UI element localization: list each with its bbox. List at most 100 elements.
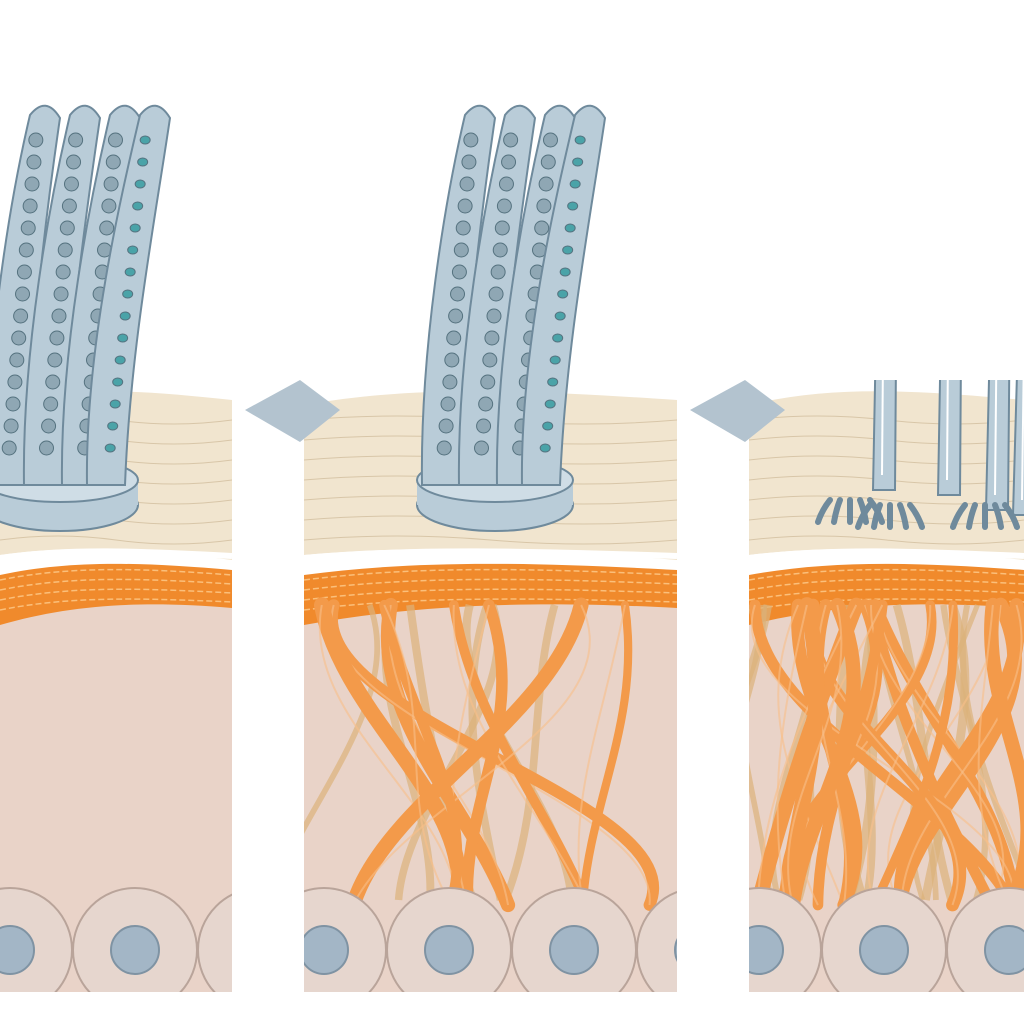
cell-nucleus — [674, 938, 677, 962]
needle-microparticle — [444, 352, 460, 368]
needle-microparticle — [492, 242, 508, 258]
needle-microparticle — [47, 352, 63, 368]
needle-microparticle — [451, 264, 467, 280]
needle-microparticle — [53, 286, 69, 302]
needle-microparticle — [457, 198, 473, 214]
collagen-band-strand — [304, 568, 677, 581]
needle-microparticle — [448, 308, 464, 324]
needle-microparticle — [114, 355, 126, 365]
needle-microparticle — [105, 154, 121, 170]
needle-residue-fragment — [871, 502, 883, 530]
cell-nucleus — [749, 925, 784, 975]
collagen-fiber-orange — [750, 597, 864, 913]
needle-microparticle — [104, 443, 116, 453]
needle-microparticle — [18, 242, 34, 258]
needle-microparticle — [455, 220, 471, 236]
collagen-fiber-orange — [380, 597, 516, 913]
needle-microparticle — [463, 132, 479, 148]
collagen-fiber-highlight — [787, 604, 843, 906]
needle-microparticle — [498, 176, 514, 192]
collagen-fiber-highlight — [318, 604, 459, 906]
needle-microparticle — [137, 157, 149, 167]
needle-microparticle — [552, 333, 564, 343]
collagen-fiber-highlight — [750, 604, 1015, 906]
needle-microparticle — [11, 330, 27, 346]
needle-microparticle — [567, 201, 579, 211]
collagen-fiber-tan — [501, 603, 559, 902]
needle-microparticle — [55, 264, 71, 280]
needle-microparticle — [109, 399, 121, 409]
cell-nucleus — [424, 925, 474, 975]
cell-nucleus — [549, 925, 599, 975]
collagen-fiber-orange — [345, 597, 589, 913]
cell-nucleus — [984, 925, 1024, 975]
needle-microparticle — [134, 179, 146, 189]
needle-microparticle — [562, 245, 574, 255]
needle-microparticle — [3, 418, 19, 434]
epidermis-texture-line — [0, 535, 232, 545]
needle-microparticle — [569, 179, 581, 189]
cell-nucleus — [859, 925, 909, 975]
cell-nucleus — [304, 925, 349, 975]
needle-microparticle — [1, 440, 17, 456]
needle-microparticle — [538, 176, 554, 192]
needle-residue-fragment — [1002, 502, 1020, 530]
needle-microparticle — [24, 176, 40, 192]
needle-microparticle — [488, 286, 504, 302]
needle-highlight — [1021, 380, 1024, 501]
dissolving-needle-shaft — [936, 380, 962, 496]
needle-microparticle — [45, 374, 61, 390]
epidermis-texture-line — [749, 535, 1024, 545]
needle-microparticle — [486, 308, 502, 324]
collagen-fiber-orange — [785, 597, 861, 913]
dissolving-needle-shaft — [871, 380, 897, 491]
needle-microparticle — [119, 311, 131, 321]
cell-nucleus — [0, 925, 35, 975]
needle-microparticle — [503, 132, 519, 148]
needle-residue-fragment — [897, 502, 909, 530]
needle-microparticle — [549, 355, 561, 365]
needle-microparticle — [5, 396, 21, 412]
needle-microparticle — [539, 443, 551, 453]
needle-microparticle — [101, 198, 117, 214]
needle-microparticle — [564, 223, 576, 233]
collagen-fiber-orange — [379, 599, 463, 911]
cell — [636, 890, 677, 992]
needle-residue-fragment — [950, 502, 968, 530]
needle-microparticle — [49, 330, 65, 346]
collagen-band — [0, 563, 232, 625]
needle-microparticle — [540, 154, 556, 170]
needle-microparticle — [559, 267, 571, 277]
collagen-fiber-highlight — [866, 604, 954, 906]
cell — [197, 893, 232, 992]
basement-membrane — [0, 548, 232, 561]
needle-microparticle — [543, 132, 558, 148]
needle-microparticle — [41, 418, 57, 434]
collagen-band-strand — [304, 578, 677, 591]
collagen-band-strand — [0, 598, 232, 611]
collagen-fiber-highlight — [900, 604, 1023, 906]
needle-residue-fragment — [966, 502, 978, 530]
needle-microparticle — [129, 223, 141, 233]
needle-microparticle — [574, 135, 586, 145]
collagen-fiber-highlight — [352, 604, 591, 906]
needle-microparticle — [66, 154, 82, 170]
collagen-band-strand — [749, 588, 1024, 601]
cell-nucleus — [236, 926, 284, 974]
needle-microparticle — [484, 330, 500, 346]
skin-panel-2 — [304, 391, 677, 992]
needle-microparticle — [28, 132, 44, 148]
needle-microparticle — [476, 418, 492, 434]
needle-microparticle — [554, 311, 566, 321]
arrow-icon-1 — [245, 380, 340, 442]
needle-microparticle — [536, 198, 552, 214]
needle-microparticle — [478, 396, 494, 412]
needle-microparticle — [547, 377, 559, 387]
collagen-fiber-orange — [448, 600, 592, 910]
needle-microparticle — [59, 220, 75, 236]
needle-highlight — [946, 380, 949, 481]
needle-microparticle — [61, 198, 77, 214]
needle-microparticle — [43, 396, 59, 412]
collagen-fiber-highlight — [452, 604, 588, 906]
